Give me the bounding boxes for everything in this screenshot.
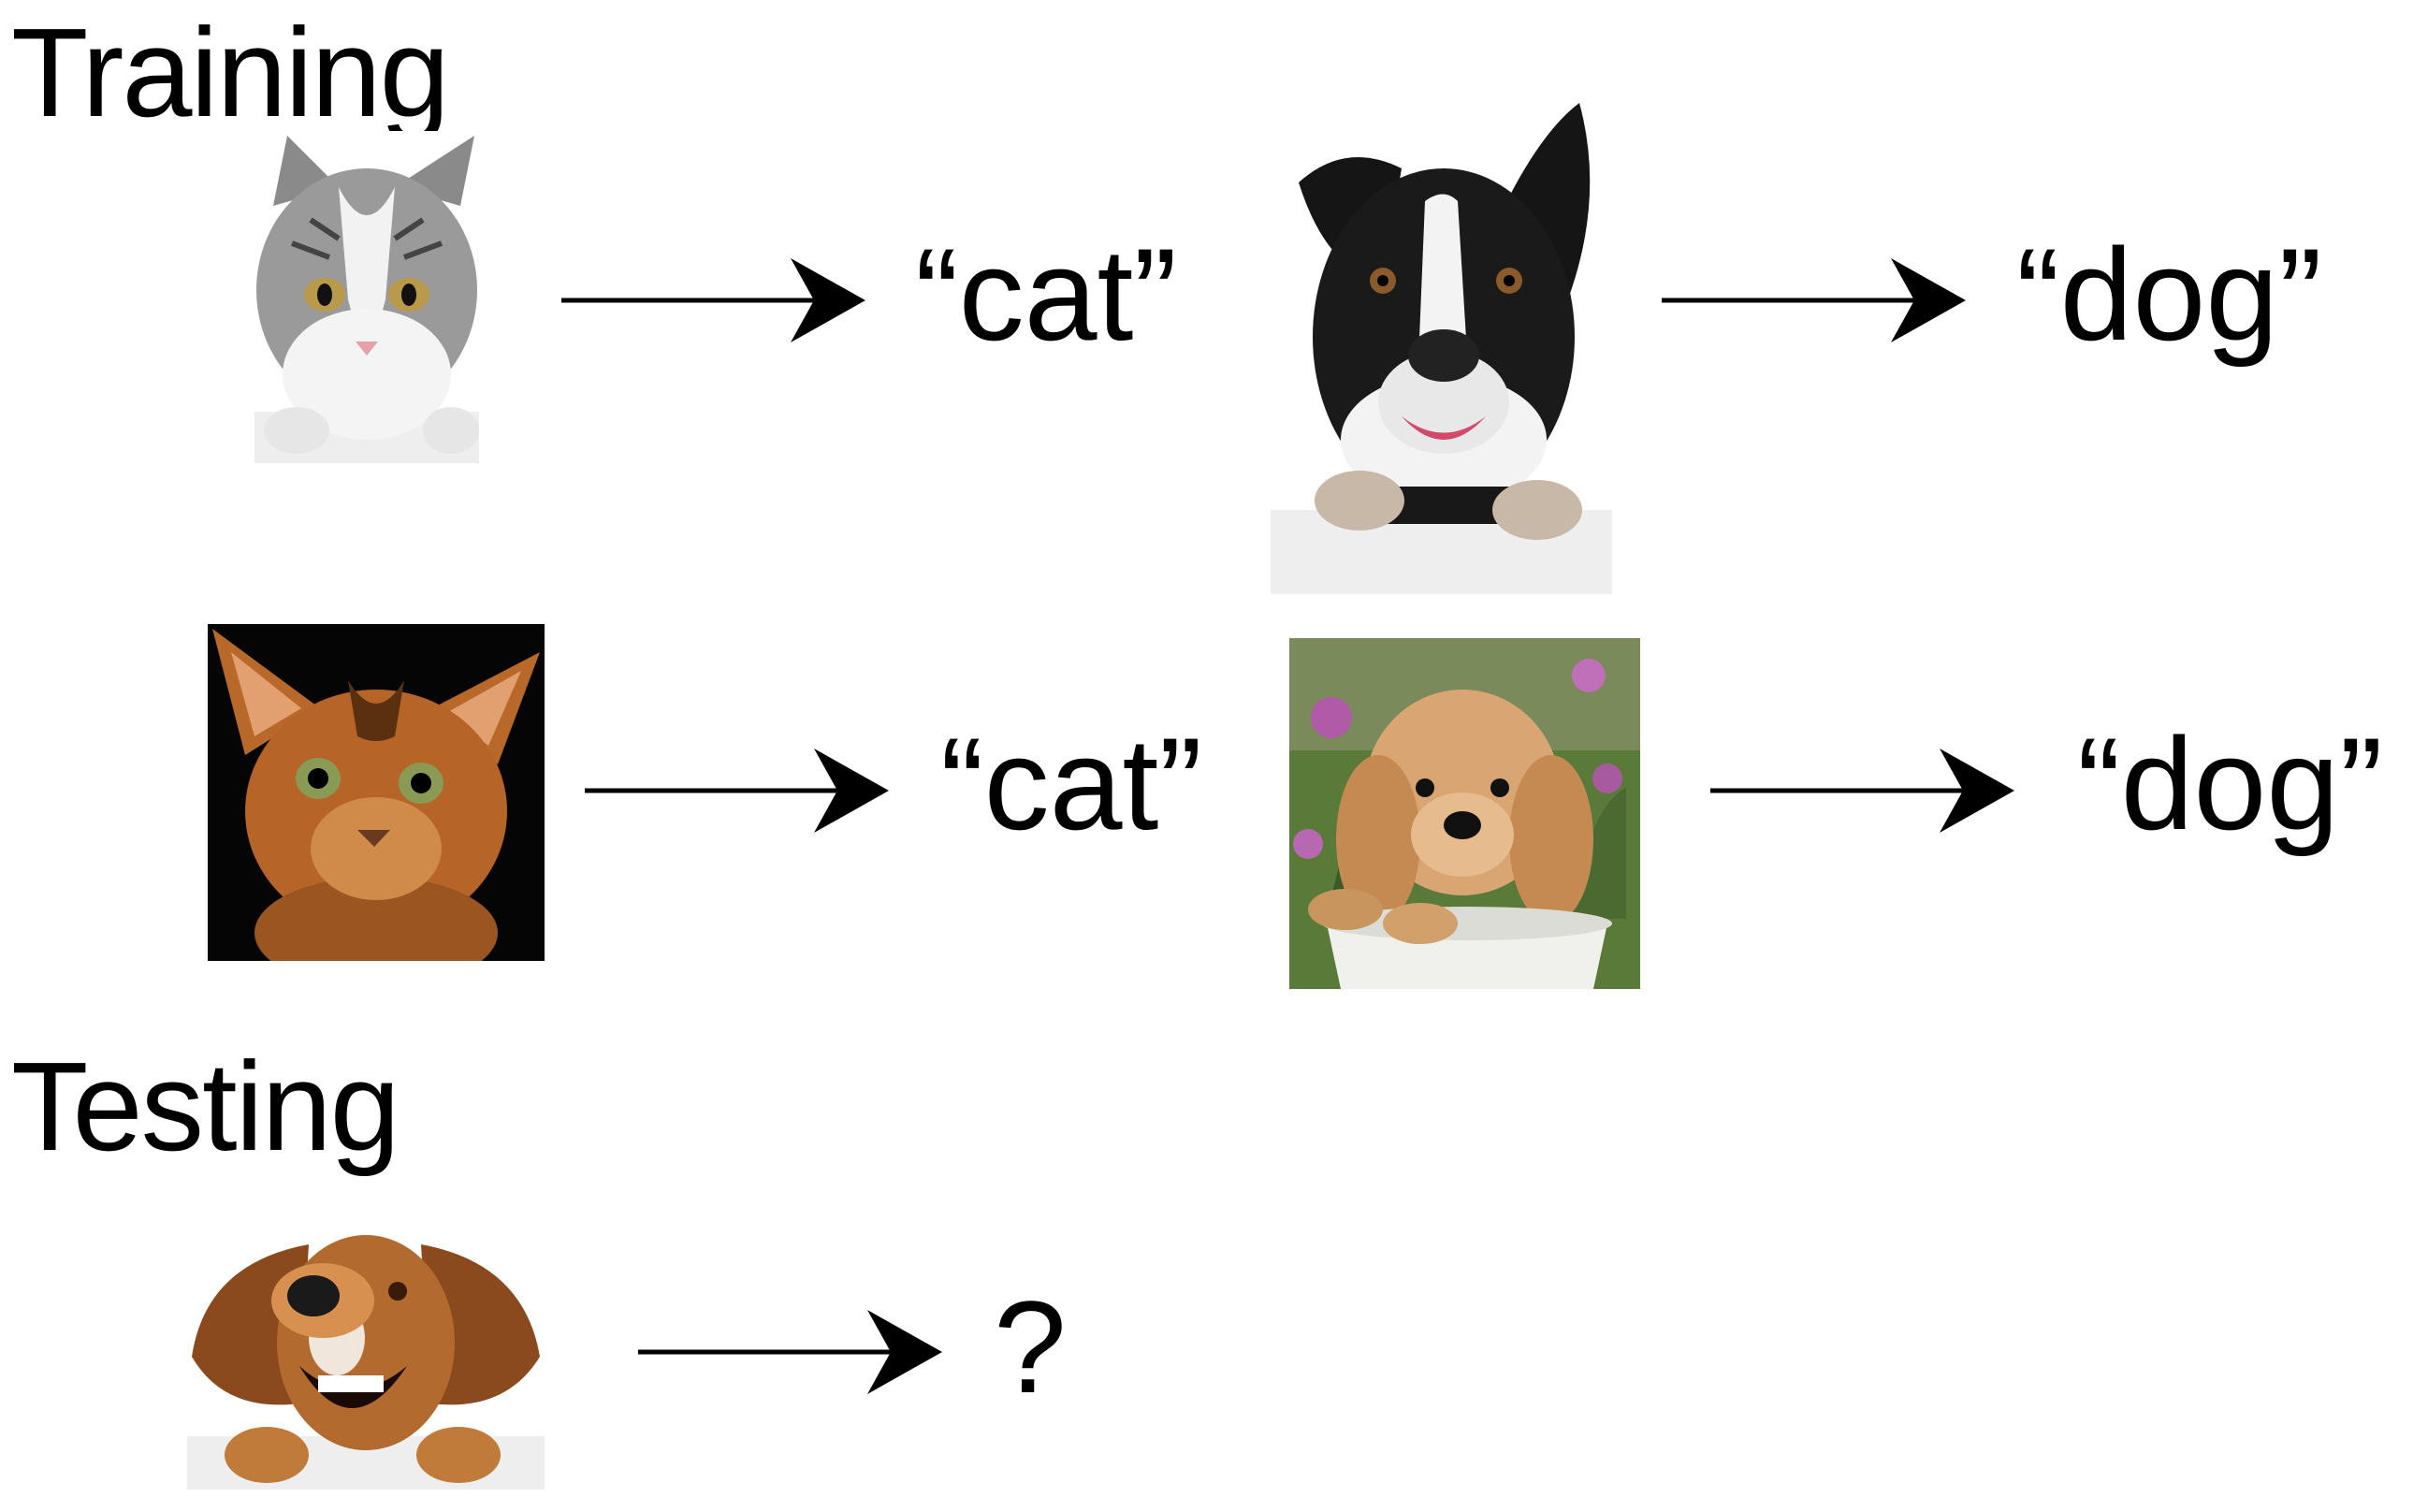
arrow-testing	[638, 1310, 942, 1394]
arrow-row2-cat	[585, 749, 889, 833]
cat-label-row2: “cat”	[940, 710, 1202, 857]
black-white-dog-picture	[1271, 94, 1612, 594]
training-dog-image-2	[1289, 638, 1640, 989]
arrow-row2-dog	[1710, 749, 2014, 833]
cat-label-row1: “cat”	[915, 221, 1177, 368]
testing-heading: Testing	[11, 1036, 400, 1177]
golden-puppy-picture	[1289, 638, 1640, 989]
training-cat-image-2	[208, 624, 545, 961]
unknown-label: ?	[994, 1273, 1067, 1420]
training-dog-image-1	[1271, 94, 1612, 594]
dog-label-row2: “dog”	[2077, 710, 2383, 857]
tabby-kitten-picture	[254, 131, 479, 463]
arrow-row1-cat	[561, 258, 865, 342]
training-heading: Training	[11, 2, 450, 143]
dog-label-row1: “dog”	[2016, 221, 2322, 368]
training-cat-image-1	[254, 131, 479, 463]
brown-dog-picture	[187, 1226, 545, 1490]
orange-kitten-picture	[208, 624, 545, 961]
testing-dog-image	[187, 1226, 545, 1490]
arrow-row1-dog	[1662, 258, 1966, 342]
